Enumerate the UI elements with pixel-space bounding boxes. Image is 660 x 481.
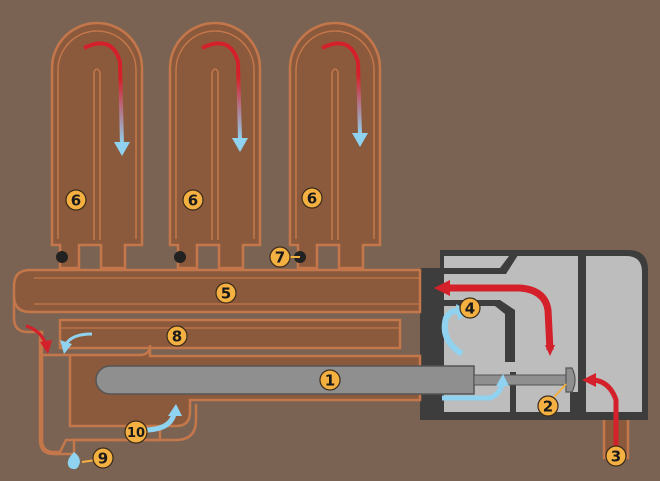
badge-shaft: 1 — [319, 369, 341, 391]
badge-return-flow: 10 — [124, 420, 148, 444]
number-badges: 6 6 6 7 5 4 8 1 — [65, 187, 627, 469]
return-flow — [143, 404, 182, 433]
badge-return-pipe: 8 — [166, 325, 188, 347]
badge-tube-left: 6 — [65, 189, 87, 211]
badge-inlet-pipe: 3 — [605, 445, 627, 467]
label-4: 4 — [465, 300, 475, 318]
tube-flow-middle — [201, 41, 248, 152]
valve-head — [565, 367, 576, 393]
badge-tube-right: 6 — [301, 187, 323, 209]
hot-flow-header — [434, 280, 555, 356]
badge-drain: 9 — [92, 447, 114, 469]
drain-droplet — [67, 452, 80, 470]
return-pipe — [58, 318, 402, 350]
tube-flow-right — [321, 41, 368, 147]
badge-tube-middle: 6 — [182, 189, 204, 211]
tube-right — [288, 21, 382, 270]
tube-middle — [168, 21, 262, 270]
badge-bracket: 7 — [269, 246, 291, 268]
label-7: 7 — [275, 249, 285, 267]
label-8: 8 — [172, 328, 182, 346]
label-10: 10 — [127, 426, 145, 441]
hot-flow-inlet — [582, 373, 619, 450]
badge-header-pipe: 5 — [215, 282, 237, 304]
label-9: 9 — [98, 450, 108, 468]
label-6-middle: 6 — [188, 192, 198, 210]
label-2: 2 — [543, 398, 553, 416]
label-3: 3 — [611, 448, 621, 466]
label-5: 5 — [221, 285, 231, 303]
label-6-left: 6 — [71, 192, 81, 210]
label-1: 1 — [325, 372, 335, 390]
label-6-right: 6 — [307, 190, 317, 208]
badge-valve: 2 — [537, 395, 559, 417]
tube-left — [50, 21, 144, 270]
flow-arrows — [25, 41, 619, 470]
tube-clamps — [56, 251, 306, 263]
tube-flow-left — [83, 41, 130, 156]
shaft — [95, 365, 576, 395]
corner-flow — [25, 324, 93, 354]
condenser-tubes — [50, 21, 382, 270]
badge-gas-flow: 4 — [459, 297, 481, 319]
cold-flow-shaft — [442, 374, 509, 401]
